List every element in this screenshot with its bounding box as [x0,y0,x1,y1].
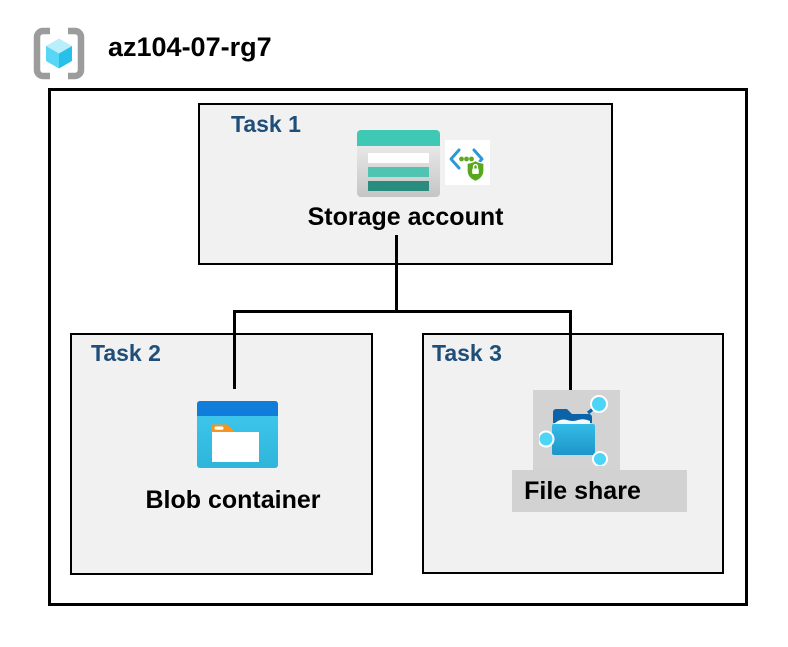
task3-label: Task 3 [432,340,502,366]
secure-endpoint-icon [445,140,490,185]
storage-account-label: Storage account [307,203,504,231]
connector-horizontal [233,310,572,313]
task3-box: Task 3 File share [422,333,724,574]
resource-group-title: az104-07-rg7 [108,32,272,62]
file-share-icon [539,395,608,466]
task1-label: Task 1 [231,111,301,137]
blob-container-label: Blob container [145,486,321,514]
file-share-label: File share [524,477,641,505]
storage-account-icon [357,130,440,197]
task1-box: Task 1 Storage account [198,103,613,265]
connector-to-blob-container [233,310,236,389]
task2-label: Task 2 [91,340,161,366]
connector-storage-stem [395,235,398,313]
task2-box: Task 2 Blob container [70,333,373,575]
blob-container-icon [197,401,278,468]
file-share-label-highlight: File share [512,470,687,512]
resource-group-icon [33,27,85,80]
connector-to-file-share [569,310,572,390]
